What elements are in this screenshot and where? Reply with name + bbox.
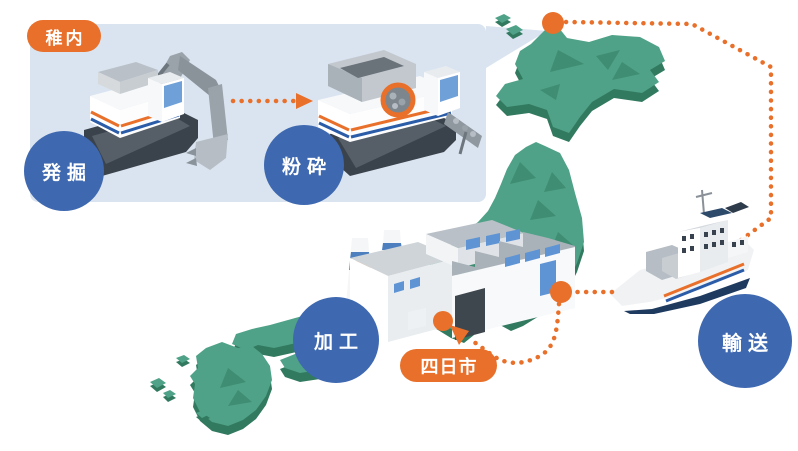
- factory-hall-windows: [394, 277, 420, 293]
- step-circle-crushing: 粉砕: [264, 125, 344, 205]
- badge-yokkaichi-label: 四日市: [420, 356, 478, 377]
- step-circle-processing: 加工: [293, 297, 379, 383]
- step-label-processing: 加工: [313, 331, 364, 353]
- badge-yokkaichi: 四日市: [400, 349, 497, 382]
- crusher-machine-icon: [318, 50, 482, 176]
- map-small-islands: [150, 14, 523, 422]
- factory-rooftop-windows: [466, 229, 520, 250]
- crusher-cab-window: [440, 75, 458, 102]
- route-coast-to-yokkaichi: [467, 301, 562, 365]
- factory-door: [455, 288, 485, 340]
- factory-icon: [346, 220, 575, 342]
- panel-callout-tail: [486, 26, 547, 68]
- badge-wakkanai-label: 稚内: [45, 28, 86, 48]
- wakkanai-route-dot: [542, 12, 564, 34]
- excavator-icon: [84, 52, 228, 176]
- cargo-ship-icon: [610, 189, 757, 314]
- badge-wakkanai: 稚内: [27, 20, 101, 52]
- step-circle-transport: 輸送: [698, 294, 792, 388]
- ship-windows: [682, 228, 724, 253]
- hokkaido-island: [496, 28, 665, 133]
- route-arrowhead-yokkaichi: [450, 325, 469, 345]
- crusher-drum: [380, 82, 416, 118]
- route-arrowhead-crusher: [296, 93, 313, 109]
- step-label-transport: 輸送: [722, 332, 774, 355]
- step-circle-excavation: 発掘: [24, 131, 104, 211]
- coast-route-dot: [550, 281, 572, 303]
- route-hokkaido-to-ship: [563, 19, 774, 246]
- yokkaichi-route-dot: [433, 311, 453, 331]
- excavator-cab-window: [164, 81, 182, 108]
- step-label-excavation: 発掘: [41, 162, 92, 184]
- step-label-crushing: 粉砕: [281, 156, 332, 178]
